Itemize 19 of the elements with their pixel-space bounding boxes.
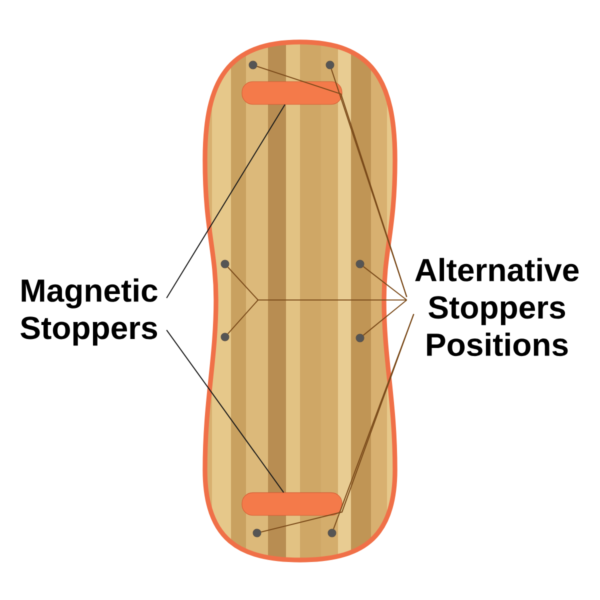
mounting-hole	[252, 528, 262, 538]
callout-label: Magnetic Stoppers	[20, 278, 158, 346]
mounting-hole	[248, 60, 258, 70]
leader-line	[363, 266, 408, 300]
leader-line	[166, 104, 286, 298]
mounting-hole	[220, 260, 230, 268]
leader-line	[166, 330, 284, 493]
leader-line	[333, 314, 414, 530]
stopper-bar	[242, 492, 342, 516]
callout-label: Alternative Stoppers Positions	[415, 258, 579, 356]
mounting-hole	[328, 528, 336, 538]
leader-line	[362, 300, 408, 336]
mounting-hole	[326, 60, 334, 70]
mounting-hole	[356, 260, 364, 268]
mounting-hole	[220, 332, 230, 342]
leader-line	[227, 299, 407, 334]
mounting-hole	[356, 334, 364, 342]
stopper-bar	[242, 81, 342, 105]
leader-line	[330, 68, 408, 298]
